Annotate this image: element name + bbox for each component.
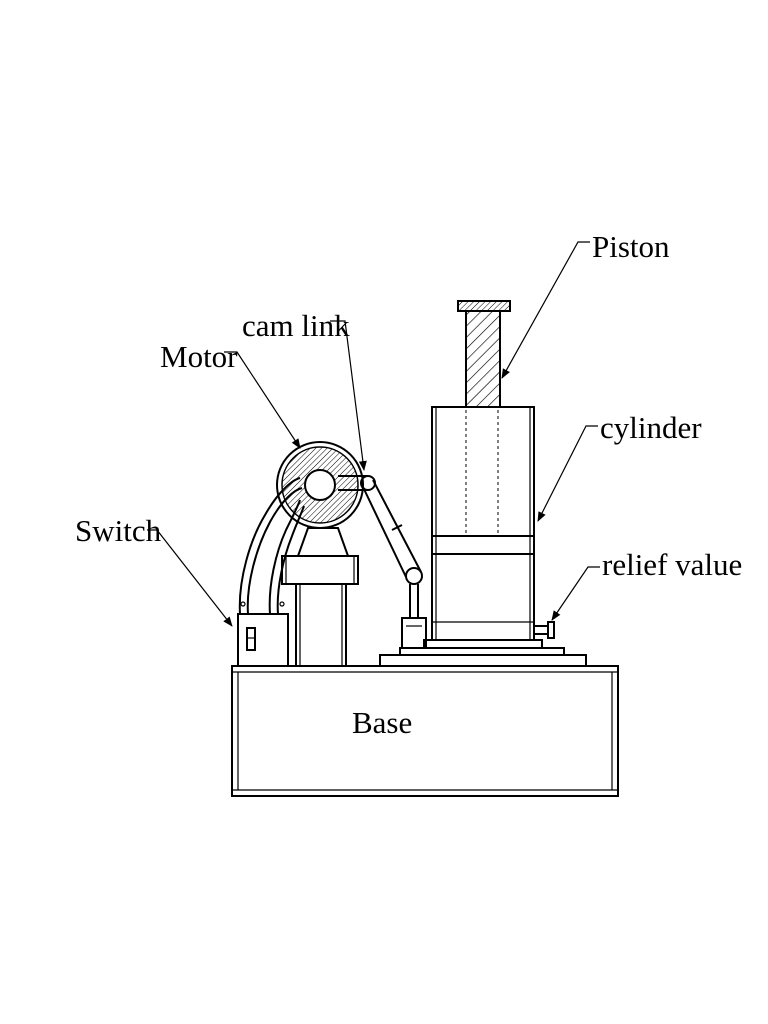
label-cylinder: cylinder <box>600 410 702 445</box>
base <box>231 665 619 797</box>
cylinder <box>431 406 535 641</box>
switch <box>237 601 289 667</box>
switch-wires <box>238 477 305 615</box>
label-motor: Motor <box>160 339 238 374</box>
label-base: Base <box>352 705 412 740</box>
motor-stand <box>281 527 359 667</box>
leader-lines <box>147 241 600 627</box>
label-relief-value: relief value <box>602 547 742 582</box>
piston <box>457 300 511 408</box>
label-switch: Switch <box>75 513 162 548</box>
label-piston: Piston <box>592 229 670 264</box>
motor <box>276 441 364 529</box>
relief-valve <box>533 621 555 639</box>
cylinder-platform <box>379 639 587 667</box>
label-cam-link: cam link <box>242 308 350 343</box>
cam-link <box>338 475 427 649</box>
